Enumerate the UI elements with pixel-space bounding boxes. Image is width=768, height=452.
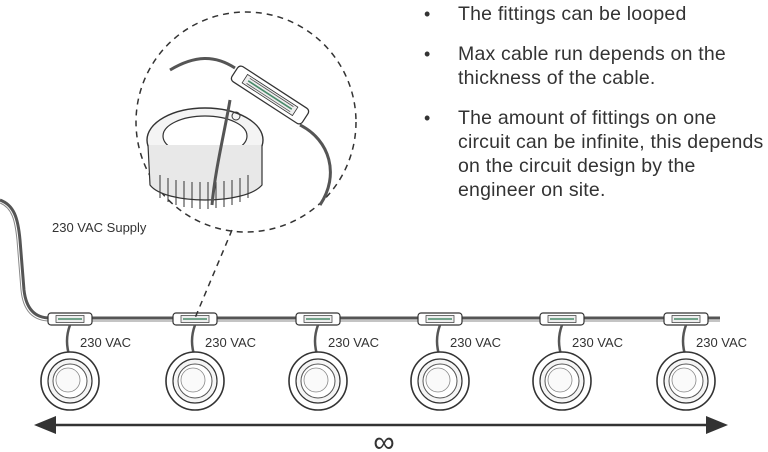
fitting-voltage-label: 230 VAC (328, 335, 379, 350)
downlight-icon (165, 351, 225, 411)
downlight-icon (288, 351, 348, 411)
fittings-row: 230 VAC 230 VAC 230 VAC 230 VAC 230 VAC 230 V… (40, 312, 747, 411)
downlight-icon (532, 351, 592, 411)
zoom-detail (135, 11, 357, 319)
fitting-unit: 230 VAC (656, 312, 747, 411)
connector-icon (47, 312, 93, 326)
connector-icon (417, 312, 463, 326)
infinity-symbol: ∞ (373, 426, 394, 452)
downlight-icon (656, 351, 716, 411)
connector-icon (172, 312, 218, 326)
fitting-unit: 230 VAC (410, 312, 501, 411)
fitting-unit: 230 VAC (288, 312, 379, 411)
downlight-detail-icon (146, 107, 264, 209)
supply-label: 230 VAC Supply (52, 220, 147, 235)
downlight-icon (410, 351, 470, 411)
connector-icon (295, 312, 341, 326)
fitting-voltage-label: 230 VAC (696, 335, 747, 350)
note-item: •The amount of fittings on one circuit c… (424, 107, 764, 201)
fitting-unit: 230 VAC (165, 312, 256, 411)
supply-cable (0, 198, 720, 320)
fitting-unit: 230 VAC (40, 312, 131, 411)
note-item: •Max cable run depends on the thickness … (424, 43, 726, 89)
note-item: •The fittings can be looped (424, 3, 687, 25)
fitting-voltage-label: 230 VAC (572, 335, 623, 350)
downlight-icon (40, 351, 100, 411)
connector-detail-icon (230, 65, 310, 125)
connector-icon (663, 312, 709, 326)
fitting-voltage-label: 230 VAC (450, 335, 501, 350)
notes-list: •The fittings can be looped •Max cable r… (422, 0, 768, 218)
fitting-voltage-label: 230 VAC (205, 335, 256, 350)
fitting-unit: 230 VAC (532, 312, 623, 411)
infinite-range-arrow: ∞ (34, 416, 728, 452)
fitting-voltage-label: 230 VAC (80, 335, 131, 350)
connector-icon (539, 312, 585, 326)
